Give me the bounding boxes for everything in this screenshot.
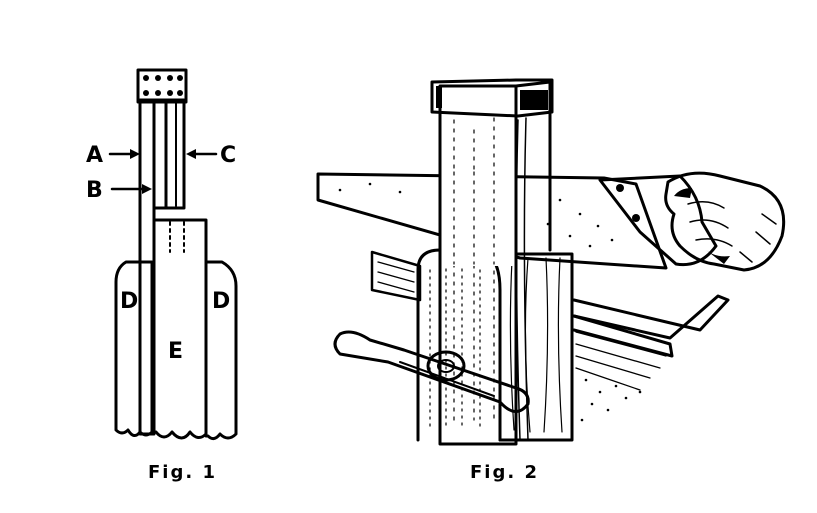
leader-arrow-b: [110, 184, 152, 194]
saw-back-c: [164, 98, 186, 210]
figure-1-caption: Fig. 1: [148, 462, 217, 483]
label-d-left: D: [120, 289, 138, 314]
vise-jaw-right: [204, 260, 238, 441]
label-c: C: [220, 143, 236, 168]
hand-shading: [687, 201, 777, 263]
saw-blade-a: [138, 98, 156, 436]
figure-1: A B C D D E Fig. 1: [86, 68, 238, 483]
bench-board-edge: [572, 314, 674, 358]
label-d-right: D: [212, 289, 230, 314]
end-grain-marks: [436, 86, 548, 110]
saw-blade: [316, 172, 668, 270]
leader-arrow-a: [108, 149, 140, 159]
saw-handle: [598, 174, 718, 267]
workpiece-top: [430, 78, 554, 118]
vise-screw-handle: [333, 330, 530, 413]
workpiece-e: [152, 218, 208, 440]
vise-screw-collar: [426, 350, 466, 382]
figure-2-caption: Fig. 2: [470, 462, 539, 483]
bench-hatching: [377, 261, 667, 391]
handle-screws: [616, 184, 640, 222]
figure-2: Fig. 2: [316, 78, 786, 483]
label-b: B: [86, 178, 103, 203]
label-a: A: [86, 143, 103, 168]
shadow-stipple: [580, 378, 642, 422]
rivet-cap: [136, 68, 188, 104]
rivet-dots: [143, 75, 183, 96]
saw-back-b: [152, 98, 168, 210]
bench-board: [572, 294, 730, 340]
vise-back-jaw: [498, 252, 574, 442]
hand: [664, 171, 786, 272]
vise-chop-texture: [429, 261, 481, 431]
upright-workpiece: [438, 84, 518, 446]
hand-dark: [674, 188, 730, 264]
leader-arrow-c: [186, 149, 218, 159]
label-e: E: [168, 339, 183, 364]
upright-workpiece-side: [514, 80, 552, 252]
bench-top: [370, 250, 422, 302]
